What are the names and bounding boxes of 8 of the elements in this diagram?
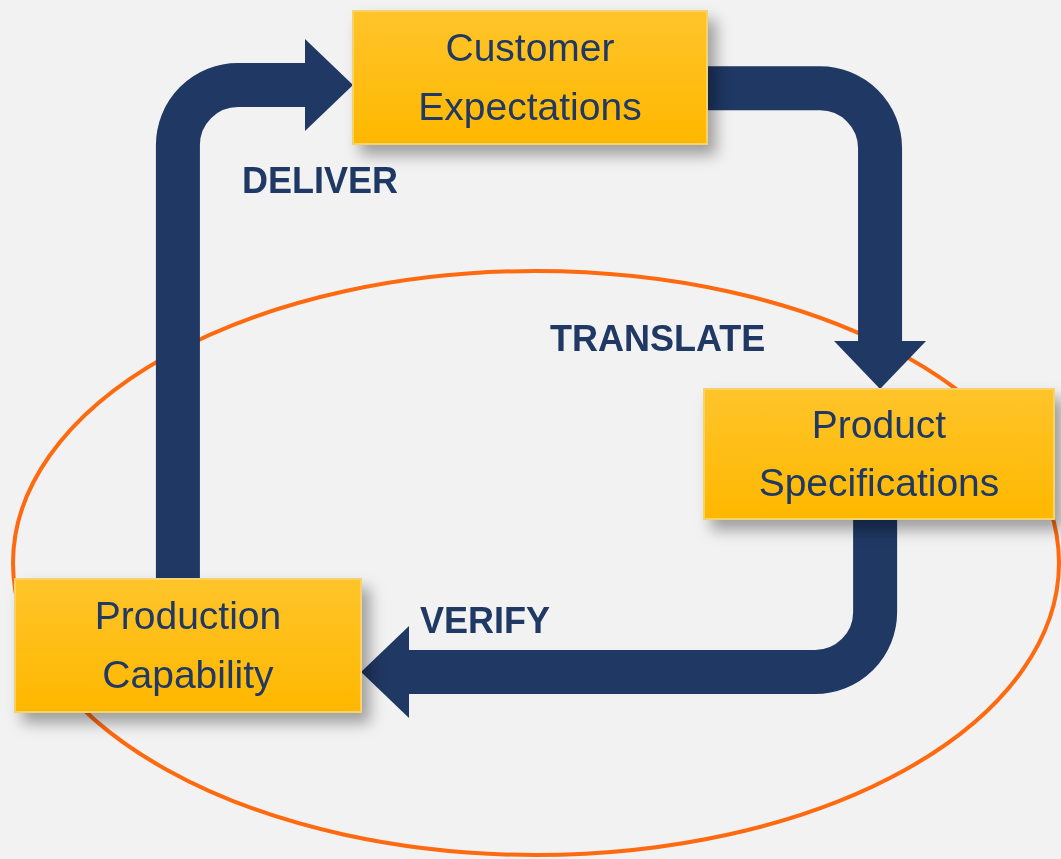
process-box xyxy=(352,10,708,145)
box-label: Customer Expectations xyxy=(417,25,643,130)
arrow xyxy=(155,39,353,578)
process-box xyxy=(14,578,362,713)
process-box xyxy=(703,388,1055,520)
box-label: Production Capability xyxy=(93,593,283,698)
box-label: Product Specifications xyxy=(757,401,1001,506)
arrow xyxy=(361,520,898,718)
